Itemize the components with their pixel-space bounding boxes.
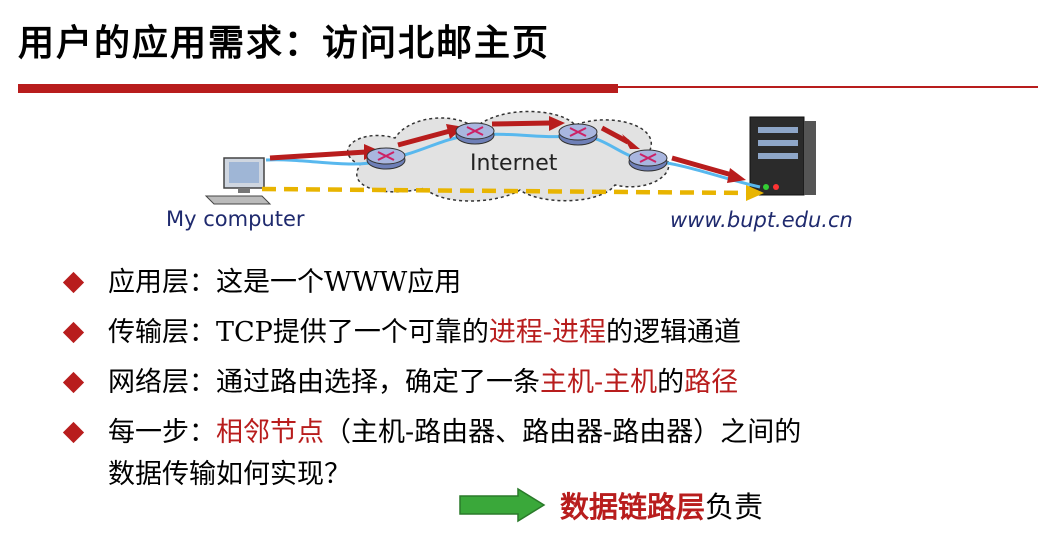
logical-link-dashed bbox=[261, 186, 749, 196]
bullet-text: 的逻辑通道 bbox=[605, 317, 741, 348]
bullet-text: （主机-路由器、路由器-路由器）之间的 bbox=[324, 417, 802, 448]
bullet-highlight: 进程-进程 bbox=[488, 317, 606, 348]
computer-label: My computer bbox=[166, 207, 305, 231]
logical-link-arrowhead bbox=[746, 185, 764, 201]
bullet-continuation: 数据传输如何实现？ bbox=[108, 459, 351, 490]
router-icon bbox=[558, 123, 598, 146]
bullet-transport-layer: 传输层：TCP提供了一个可靠的进程-进程的逻辑通道 bbox=[60, 308, 801, 358]
bullet-highlight: 相邻节点 bbox=[216, 417, 324, 448]
conclusion-text: 数据链路层负责 bbox=[560, 484, 763, 526]
diamond-bullet-icon bbox=[62, 371, 85, 394]
bullet-label: 网络层： bbox=[108, 367, 216, 398]
hop-arrows bbox=[269, 116, 746, 183]
bullet-network-layer: 网络层：通过路由选择，确定了一条主机-主机的路径 bbox=[60, 358, 801, 408]
bullet-each-step: 每一步：相邻节点（主机-路由器、路由器-路由器）之间的 bbox=[60, 408, 801, 458]
bullet-label: 应用层： bbox=[108, 267, 216, 298]
bullet-application-layer: 应用层：这是一个WWW应用 bbox=[60, 258, 801, 308]
router-icon bbox=[366, 147, 406, 170]
conclusion-emphasis: 数据链路层 bbox=[560, 490, 706, 524]
slide-title: 用户的应用需求：访问北邮主页 bbox=[18, 22, 551, 64]
bullet-highlight: 路径 bbox=[684, 367, 739, 398]
bullet-highlight: 主机-主机 bbox=[540, 367, 658, 398]
bullet-text: 这是一个WWW应用 bbox=[216, 267, 462, 298]
bullet-list: 应用层：这是一个WWW应用 传输层：TCP提供了一个可靠的进程-进程的逻辑通道 … bbox=[60, 258, 801, 500]
bullet-text: TCP提供了一个可靠的 bbox=[216, 317, 489, 348]
green-arrow-icon bbox=[459, 487, 546, 523]
bullet-label: 传输层： bbox=[108, 317, 216, 348]
diamond-bullet-icon bbox=[62, 321, 85, 344]
server-icon bbox=[749, 116, 816, 196]
internet-label: Internet bbox=[470, 151, 558, 176]
computer-icon bbox=[204, 157, 272, 205]
diamond-bullet-icon bbox=[62, 421, 85, 444]
title-underline-thick bbox=[18, 84, 618, 93]
bullet-text: 通过路由选择，确定了一条 bbox=[216, 367, 540, 398]
network-diagram bbox=[204, 110, 816, 205]
router-icon bbox=[628, 149, 668, 172]
conclusion-rest: 负责 bbox=[705, 490, 764, 524]
server-label: www.bupt.edu.cn bbox=[670, 208, 853, 232]
title-underline-thin bbox=[618, 86, 1038, 88]
router-icon bbox=[455, 122, 495, 145]
bullet-label: 每一步： bbox=[108, 417, 216, 448]
bullet-text: 的 bbox=[657, 367, 685, 398]
diamond-bullet-icon bbox=[62, 271, 85, 294]
